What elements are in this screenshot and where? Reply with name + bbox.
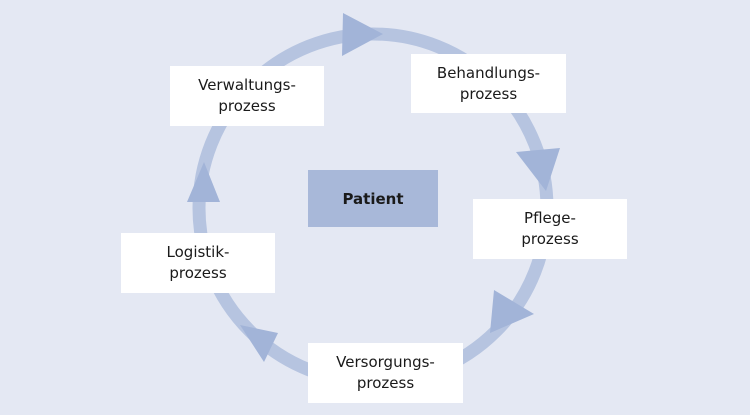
process-label-line2: prozess xyxy=(356,374,415,392)
process-label-line2: prozess xyxy=(218,97,276,115)
process-label-line2: prozess xyxy=(169,264,227,282)
process-label-line1: Versorgungs- xyxy=(336,353,435,371)
process-box-pflege: Pflege- prozess xyxy=(473,199,627,259)
process-label-line1: Verwaltungs- xyxy=(198,76,296,94)
arrowhead-right-lower-icon xyxy=(490,290,534,333)
process-label-line1: Logistik- xyxy=(166,243,230,261)
process-box-logistik: Logistik- prozess xyxy=(121,233,275,293)
process-box-versorgung: Versorgungs- prozess xyxy=(308,343,463,403)
arrowhead-left-upper-icon xyxy=(187,162,220,202)
arrowhead-left-lower-icon xyxy=(240,325,278,362)
arrowhead-right-upper-icon xyxy=(516,148,560,191)
process-label-line2: prozess xyxy=(521,230,579,248)
process-box-behandlung: Behandlungs- prozess xyxy=(411,54,566,113)
process-box-verwaltung: Verwaltungs- prozess xyxy=(170,66,324,126)
process-label-line2: prozess xyxy=(459,84,518,103)
center-label: Patient xyxy=(342,189,404,208)
process-label-line1: Behandlungs- xyxy=(436,63,541,82)
process-label-line1: Pflege- xyxy=(524,209,576,227)
center-box-patient: Patient xyxy=(308,170,438,227)
arrowhead-top-icon xyxy=(342,13,383,56)
